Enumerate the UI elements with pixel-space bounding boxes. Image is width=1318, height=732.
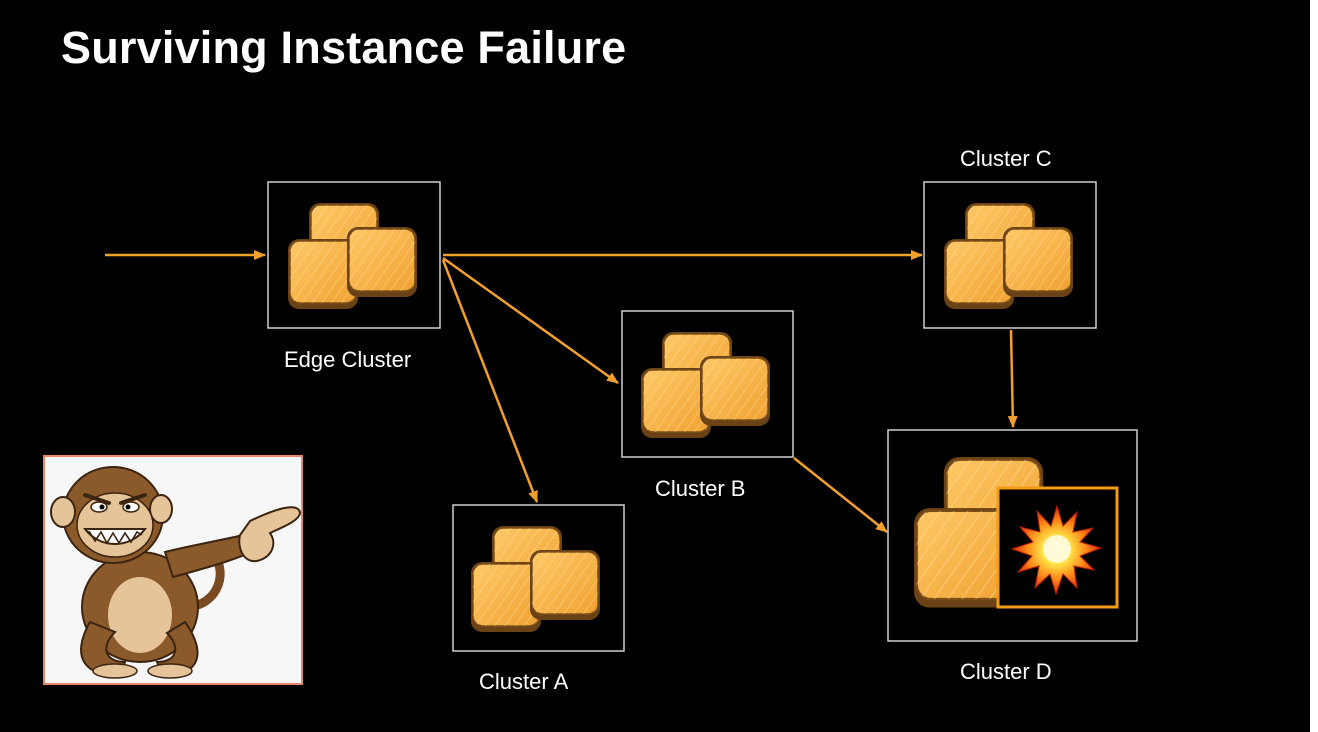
cluster-b-node bbox=[621, 310, 794, 458]
cluster-b-label: Cluster B bbox=[655, 476, 746, 501]
cluster-c-node bbox=[923, 181, 1097, 329]
cluster-a-label: Cluster A bbox=[479, 669, 569, 694]
arrow-cluster-b-to-cluster-d bbox=[793, 457, 888, 533]
arrow-edge-to-cluster-b bbox=[442, 256, 619, 385]
cluster-a-node bbox=[452, 504, 625, 652]
cluster-c-label: Cluster C bbox=[960, 146, 1052, 171]
edge-cluster-label: Edge Cluster bbox=[284, 347, 412, 372]
edge-cluster-node bbox=[267, 181, 441, 329]
slide-title: Surviving Instance Failure bbox=[61, 22, 627, 73]
arrow-edge-to-cluster-a bbox=[441, 259, 539, 503]
arrow-cluster-c-to-cluster-d bbox=[1007, 329, 1018, 428]
explosion-icon bbox=[996, 486, 1119, 609]
chaos-monkey-icon bbox=[43, 455, 303, 685]
cluster-d-label: Cluster D bbox=[960, 659, 1052, 684]
cluster-d-node bbox=[887, 429, 1138, 642]
